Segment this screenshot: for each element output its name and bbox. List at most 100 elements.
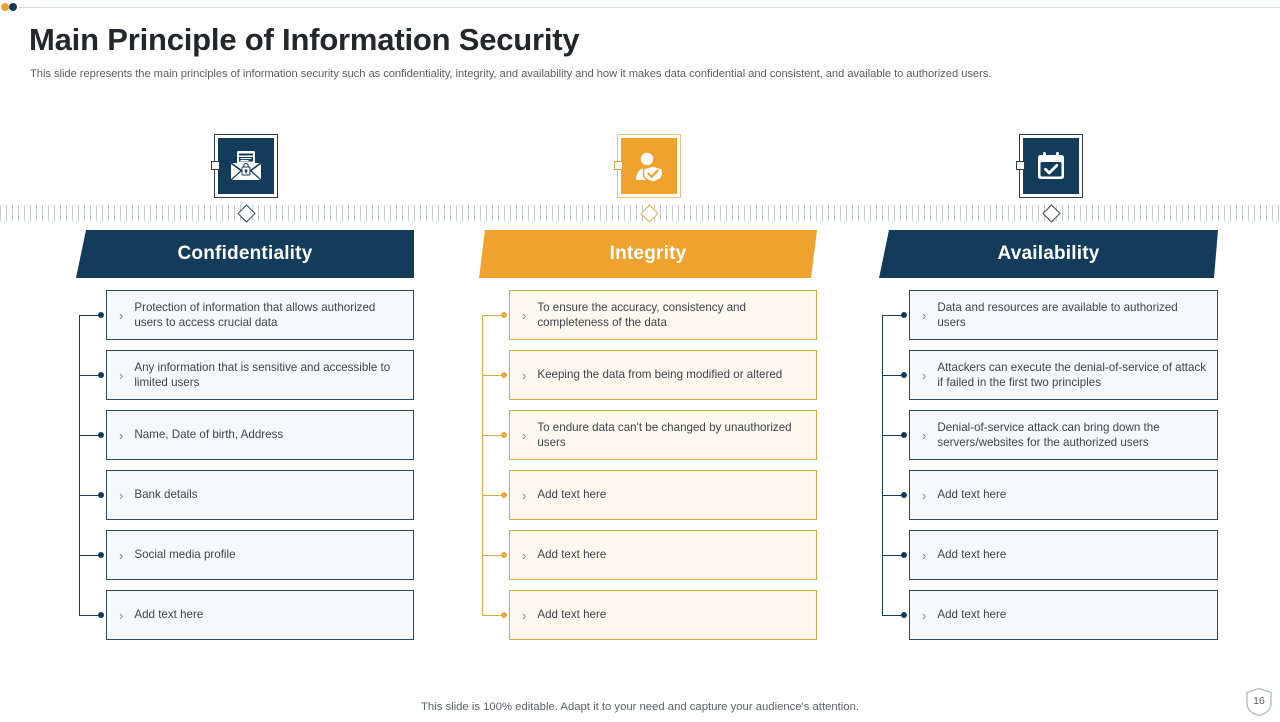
- connector-dot: [901, 372, 907, 378]
- item-text: Keeping the data from being modified or …: [537, 368, 783, 382]
- icon-handle-confidentiality[interactable]: [211, 161, 220, 170]
- item-box[interactable]: › Add text here: [909, 470, 1218, 520]
- list-item[interactable]: › Add text here: [879, 530, 1218, 580]
- item-text: Add text here: [937, 608, 1007, 622]
- list-item[interactable]: › Add text here: [479, 530, 817, 580]
- calendar-check-icon: [1033, 149, 1069, 183]
- connector-line: [79, 555, 102, 556]
- item-box[interactable]: › Add text here: [509, 590, 817, 640]
- list-item[interactable]: › Add text here: [479, 470, 817, 520]
- item-text: Attackers can execute the denial-of-serv…: [937, 360, 1207, 389]
- connector-dot: [901, 492, 907, 498]
- connector-spine: [482, 315, 483, 615]
- connector-dot: [501, 552, 507, 558]
- icon-badge-confidentiality[interactable]: [214, 134, 278, 198]
- item-box[interactable]: › Data and resources are available to au…: [909, 290, 1218, 340]
- connector-dot: [901, 612, 907, 618]
- user-shield-check-icon: [631, 149, 667, 183]
- list-item[interactable]: › Add text here: [879, 470, 1218, 520]
- connector-line: [482, 375, 505, 376]
- chevron-right-icon: ›: [522, 547, 527, 563]
- item-text: Name, Date of birth, Address: [134, 428, 284, 442]
- list-item[interactable]: › Keeping the data from being modified o…: [479, 350, 817, 400]
- item-box[interactable]: › Add text here: [509, 530, 817, 580]
- list-item[interactable]: › Social media profile: [76, 530, 414, 580]
- item-box[interactable]: › Name, Date of birth, Address: [106, 410, 414, 460]
- list-item[interactable]: › To ensure the accuracy, consistency an…: [479, 290, 817, 340]
- item-text: To ensure the accuracy, consistency and …: [537, 300, 746, 329]
- column-header-availability[interactable]: Availability: [879, 230, 1218, 278]
- connector-line: [79, 435, 102, 436]
- connector-line: [882, 555, 905, 556]
- item-box[interactable]: › Bank details: [106, 470, 414, 520]
- connector-line: [482, 435, 505, 436]
- chevron-right-icon: ›: [922, 547, 927, 563]
- list-item[interactable]: › Bank details: [76, 470, 414, 520]
- list-item[interactable]: › To endure data can't be changed by una…: [479, 410, 817, 460]
- connector-line: [79, 615, 102, 616]
- page-number: 16: [1253, 695, 1265, 707]
- item-text: Data and resources are available to auth…: [937, 300, 1178, 329]
- list-item[interactable]: › Attackers can execute the denial-of-se…: [879, 350, 1218, 400]
- list-item[interactable]: › Name, Date of birth, Address: [76, 410, 414, 460]
- accent-dot-orange: [1, 3, 9, 11]
- connector-dot: [98, 612, 104, 618]
- connector-dot: [501, 612, 507, 618]
- chevron-right-icon: ›: [922, 367, 927, 383]
- chevron-right-icon: ›: [922, 607, 927, 623]
- connector-dot: [501, 372, 507, 378]
- chevron-right-icon: ›: [922, 487, 927, 503]
- item-box[interactable]: › Denial-of-service attack can bring dow…: [909, 410, 1218, 460]
- item-box[interactable]: › Add text here: [909, 590, 1218, 640]
- item-box[interactable]: › Attackers can execute the denial-of-se…: [909, 350, 1218, 400]
- list-item[interactable]: › Data and resources are available to au…: [879, 290, 1218, 340]
- connector-line: [482, 555, 505, 556]
- item-box[interactable]: › Any information that is sensitive and …: [106, 350, 414, 400]
- item-box[interactable]: › Add text here: [909, 530, 1218, 580]
- accent-dot-navy: [9, 3, 17, 11]
- item-box[interactable]: › Keeping the data from being modified o…: [509, 350, 817, 400]
- icon-badge-integrity[interactable]: [617, 134, 681, 198]
- connector-dot: [501, 492, 507, 498]
- connector-line: [882, 435, 905, 436]
- item-text: Protection of information that allows au…: [134, 300, 376, 329]
- column-title: Availability: [997, 243, 1100, 264]
- connector-dot: [901, 552, 907, 558]
- item-text: Add text here: [537, 608, 607, 622]
- chevron-right-icon: ›: [522, 307, 527, 323]
- chevron-right-icon: ›: [119, 367, 124, 383]
- item-box[interactable]: › Protection of information that allows …: [106, 290, 414, 340]
- icon-handle-integrity[interactable]: [614, 161, 623, 170]
- item-text: Denial-of-service attack can bring down …: [937, 420, 1160, 449]
- list-item[interactable]: › Add text here: [479, 590, 817, 640]
- connector-line: [79, 375, 102, 376]
- connector-line: [482, 615, 505, 616]
- chevron-right-icon: ›: [119, 487, 124, 503]
- icon-badge-availability[interactable]: [1019, 134, 1083, 198]
- connector-dot: [98, 492, 104, 498]
- column-title: Confidentiality: [177, 243, 313, 264]
- column-header-confidentiality[interactable]: Confidentiality: [76, 230, 414, 278]
- column-confidentiality: Confidentiality › Protection of informat…: [76, 230, 414, 650]
- column-title: Integrity: [609, 243, 687, 264]
- item-box[interactable]: › To endure data can't be changed by una…: [509, 410, 817, 460]
- list-item[interactable]: › Denial-of-service attack can bring dow…: [879, 410, 1218, 460]
- page-subtitle: This slide represents the main principle…: [30, 68, 992, 80]
- connector-line: [79, 315, 102, 316]
- item-list-availability: › Data and resources are available to au…: [879, 290, 1218, 640]
- footer-note: This slide is 100% editable. Adapt it to…: [421, 701, 859, 713]
- item-box[interactable]: › Add text here: [106, 590, 414, 640]
- connector-line: [882, 615, 905, 616]
- list-item[interactable]: › Any information that is sensitive and …: [76, 350, 414, 400]
- icon-handle-availability[interactable]: [1016, 161, 1025, 170]
- item-box[interactable]: › Social media profile: [106, 530, 414, 580]
- connector-line: [482, 315, 505, 316]
- list-item[interactable]: › Protection of information that allows …: [76, 290, 414, 340]
- connector-dot: [98, 552, 104, 558]
- item-box[interactable]: › To ensure the accuracy, consistency an…: [509, 290, 817, 340]
- chevron-right-icon: ›: [922, 307, 927, 323]
- list-item[interactable]: › Add text here: [76, 590, 414, 640]
- column-header-integrity[interactable]: Integrity: [479, 230, 817, 278]
- item-box[interactable]: › Add text here: [509, 470, 817, 520]
- list-item[interactable]: › Add text here: [879, 590, 1218, 640]
